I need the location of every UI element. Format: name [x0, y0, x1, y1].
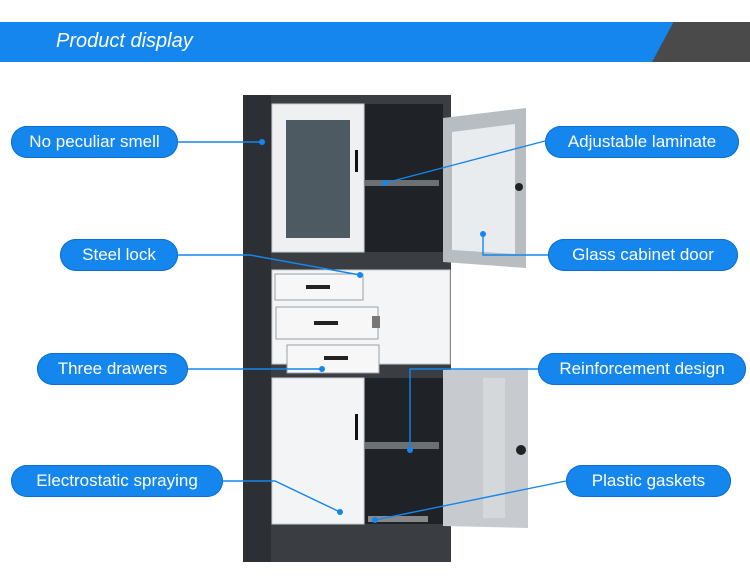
lower-interior	[365, 378, 443, 524]
label-electrostatic-spraying: Electrostatic spraying	[11, 465, 223, 497]
upper-left-handle	[355, 150, 358, 172]
lower-door-panel	[483, 378, 505, 518]
banner-blue-bar	[0, 22, 690, 62]
drawer-1-handle	[306, 285, 330, 289]
upper-door-lock	[515, 183, 523, 191]
upper-open-glass	[452, 124, 515, 254]
cabinet-side	[243, 95, 271, 562]
header-banner: Product display	[0, 22, 750, 62]
lower-left-door	[271, 377, 365, 525]
label-three-drawers: Three drawers	[37, 353, 188, 385]
drawer-2-handle	[314, 321, 338, 325]
upper-left-glass	[286, 120, 350, 238]
label-steel-lock: Steel lock	[60, 239, 178, 271]
lower-door-lock	[516, 445, 526, 455]
lower-shelf	[365, 442, 439, 449]
label-adjustable-laminate: Adjustable laminate	[545, 126, 739, 158]
label-glass-cabinet-door: Glass cabinet door	[548, 239, 738, 271]
label-reinforcement-design: Reinforcement design	[538, 353, 746, 385]
label-no-peculiar-smell: No peculiar smell	[11, 126, 178, 158]
banner-title: Product display	[56, 30, 193, 52]
label-plastic-gaskets: Plastic gaskets	[566, 465, 731, 497]
drawer-3-handle	[324, 356, 348, 360]
adjustable-shelf	[365, 180, 439, 186]
drawer-lock	[372, 316, 380, 328]
plastic-gasket	[368, 516, 428, 522]
lower-left-handle	[355, 414, 358, 440]
